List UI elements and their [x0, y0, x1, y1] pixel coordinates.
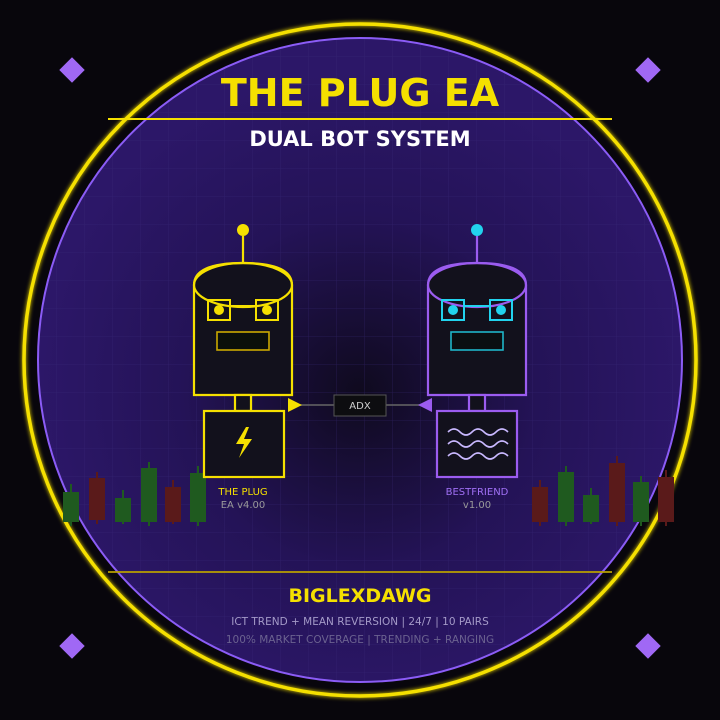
candle — [633, 482, 649, 522]
robot-mouth — [450, 331, 504, 351]
candle — [63, 492, 79, 522]
bot-version-right: v1.00 — [463, 500, 491, 511]
robot-neck — [467, 393, 487, 413]
bot-name-right: BESTFRIEND — [446, 487, 509, 498]
robot-the-plug — [192, 224, 294, 479]
candle — [165, 487, 181, 522]
corner-diamond-icon — [635, 57, 661, 83]
robot-eye — [207, 299, 231, 321]
robot-eye — [441, 299, 465, 321]
antenna-tip — [237, 224, 249, 236]
page-title: THE PLUG EA — [221, 71, 500, 115]
candle — [190, 473, 206, 522]
corner-diamond-icon — [59, 57, 85, 83]
candles-right — [532, 456, 674, 526]
bot-name-left: THE PLUG — [217, 487, 267, 498]
candle — [609, 463, 625, 522]
adx-connector: ADX — [288, 394, 432, 417]
robot-eye — [255, 299, 279, 321]
candle — [558, 472, 574, 522]
robot-bestfriend — [426, 224, 528, 479]
robot-head — [192, 261, 294, 397]
outer-ring — [22, 22, 698, 698]
corner-diamond-icon — [59, 633, 85, 659]
coverage-line: 100% MARKET COVERAGE | TRENDING + RANGIN… — [226, 634, 494, 646]
tagline: ICT TREND + MEAN REVERSION | 24/7 | 10 P… — [231, 616, 489, 628]
candle — [583, 495, 599, 522]
adx-badge — [333, 394, 387, 417]
candles-left — [63, 462, 206, 526]
robot-mouth — [216, 331, 270, 351]
candle — [115, 498, 131, 522]
wave-icon — [447, 428, 509, 460]
candle — [532, 487, 548, 522]
antenna-tip — [471, 224, 483, 236]
lightning-bolt-icon — [236, 427, 252, 458]
page-subtitle: DUAL BOT SYSTEM — [249, 127, 470, 151]
bot-version-left: EA v4.00 — [221, 500, 266, 511]
robot-neck — [233, 393, 253, 413]
adx-label: ADX — [349, 401, 371, 412]
arrow-right-icon — [288, 398, 302, 412]
candle — [89, 478, 105, 520]
robot-body — [435, 409, 519, 479]
robot-head — [426, 261, 528, 397]
candle — [141, 468, 157, 522]
inner-ring — [37, 37, 683, 683]
arrow-left-icon — [418, 398, 432, 412]
robot-eye — [489, 299, 513, 321]
author-name: BIGLEXDAWG — [288, 585, 431, 607]
corner-diamond-icon — [635, 633, 661, 659]
candle — [658, 477, 674, 522]
